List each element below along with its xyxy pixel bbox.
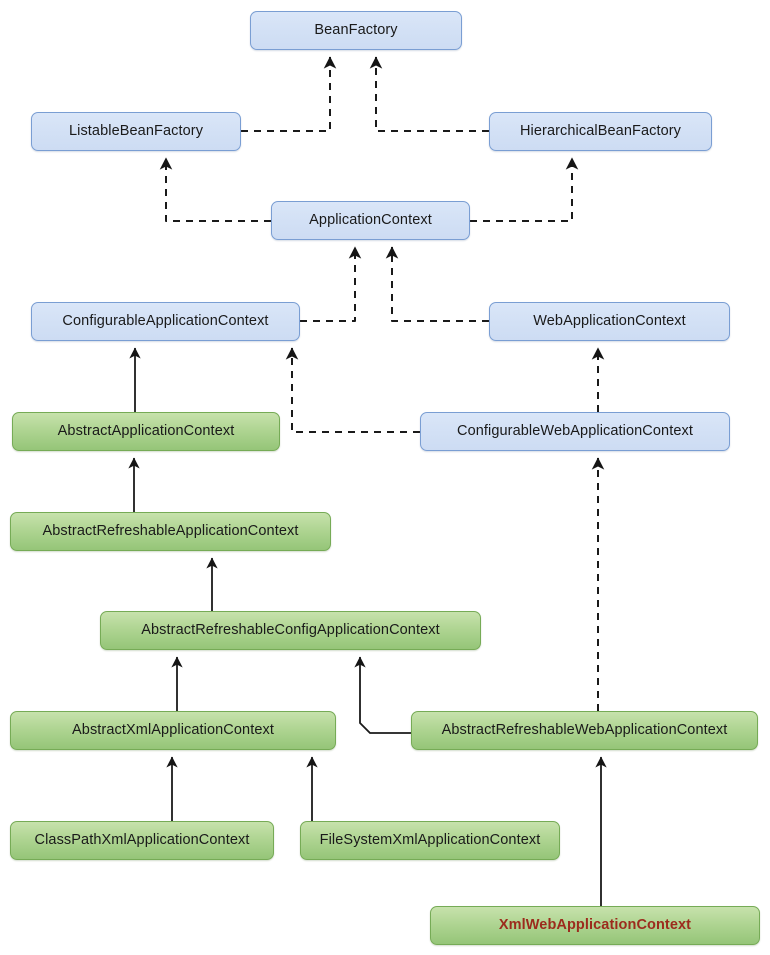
class-box-AbstractRefreshableConfigApplicationContext[interactable]: AbstractRefreshableConfigApplicationCont… bbox=[100, 611, 481, 650]
class-box-label: ListableBeanFactory bbox=[68, 122, 204, 139]
class-box-BeanFactory[interactable]: BeanFactory bbox=[250, 11, 462, 50]
class-box-label: ConfigurableWebApplicationContext bbox=[457, 422, 693, 439]
class-box-label: AbstractApplicationContext bbox=[57, 422, 235, 439]
class-box-label: FileSystemXmlApplicationContext bbox=[319, 831, 541, 848]
class-box-ApplicationContext[interactable]: ApplicationContext bbox=[271, 201, 470, 240]
class-box-label: AbstractRefreshableApplicationContext bbox=[42, 522, 299, 539]
edge-ConfigurableWebApplicationContext-to-ConfigurableApplicationContext bbox=[285, 347, 420, 433]
edge-ApplicationContext-to-ListableBeanFactory bbox=[159, 157, 271, 222]
class-box-HierarchicalBeanFactory[interactable]: HierarchicalBeanFactory bbox=[489, 112, 712, 151]
class-box-ClassPathXmlApplicationContext[interactable]: ClassPathXmlApplicationContext bbox=[10, 821, 274, 860]
class-box-AbstractRefreshableApplicationContext[interactable]: AbstractRefreshableApplicationContext bbox=[10, 512, 331, 551]
class-box-label: BeanFactory bbox=[314, 21, 398, 38]
class-box-label: AbstractXmlApplicationContext bbox=[72, 721, 274, 738]
class-box-label: AbstractRefreshableWebApplicationContext bbox=[441, 721, 728, 738]
class-box-label: ClassPathXmlApplicationContext bbox=[34, 831, 250, 848]
class-box-ConfigurableApplicationContext[interactable]: ConfigurableApplicationContext bbox=[31, 302, 300, 341]
class-box-ConfigurableWebApplicationContext[interactable]: ConfigurableWebApplicationContext bbox=[420, 412, 730, 451]
edge-ConfigurableApplicationContext-to-ApplicationContext bbox=[300, 246, 362, 322]
edge-HierarchicalBeanFactory-to-BeanFactory bbox=[369, 56, 489, 132]
edge-ApplicationContext-to-HierarchicalBeanFactory bbox=[470, 157, 579, 222]
class-box-label: WebApplicationContext bbox=[533, 312, 686, 329]
class-box-AbstractXmlApplicationContext[interactable]: AbstractXmlApplicationContext bbox=[10, 711, 336, 750]
class-box-ListableBeanFactory[interactable]: ListableBeanFactory bbox=[31, 112, 241, 151]
class-box-WebApplicationContext[interactable]: WebApplicationContext bbox=[489, 302, 730, 341]
class-box-label: XmlWebApplicationContext bbox=[498, 916, 692, 933]
class-box-XmlWebApplicationContext[interactable]: XmlWebApplicationContext bbox=[430, 906, 760, 945]
class-box-FileSystemXmlApplicationContext[interactable]: FileSystemXmlApplicationContext bbox=[300, 821, 560, 860]
class-box-label: ApplicationContext bbox=[309, 211, 432, 228]
class-box-AbstractApplicationContext[interactable]: AbstractApplicationContext bbox=[12, 412, 280, 451]
edge-AbstractRefreshableWebApplicationContext-to-AbstractRefreshableConfigApplicationContext bbox=[354, 656, 411, 734]
class-box-label: AbstractRefreshableConfigApplicationCont… bbox=[141, 621, 440, 638]
edge-layer bbox=[128, 56, 607, 906]
edge-WebApplicationContext-to-ApplicationContext bbox=[385, 246, 489, 322]
class-box-label: HierarchicalBeanFactory bbox=[519, 122, 682, 139]
class-box-label: ConfigurableApplicationContext bbox=[62, 312, 269, 329]
edge-ListableBeanFactory-to-BeanFactory bbox=[241, 56, 337, 132]
class-box-AbstractRefreshableWebApplicationContext[interactable]: AbstractRefreshableWebApplicationContext bbox=[411, 711, 758, 750]
